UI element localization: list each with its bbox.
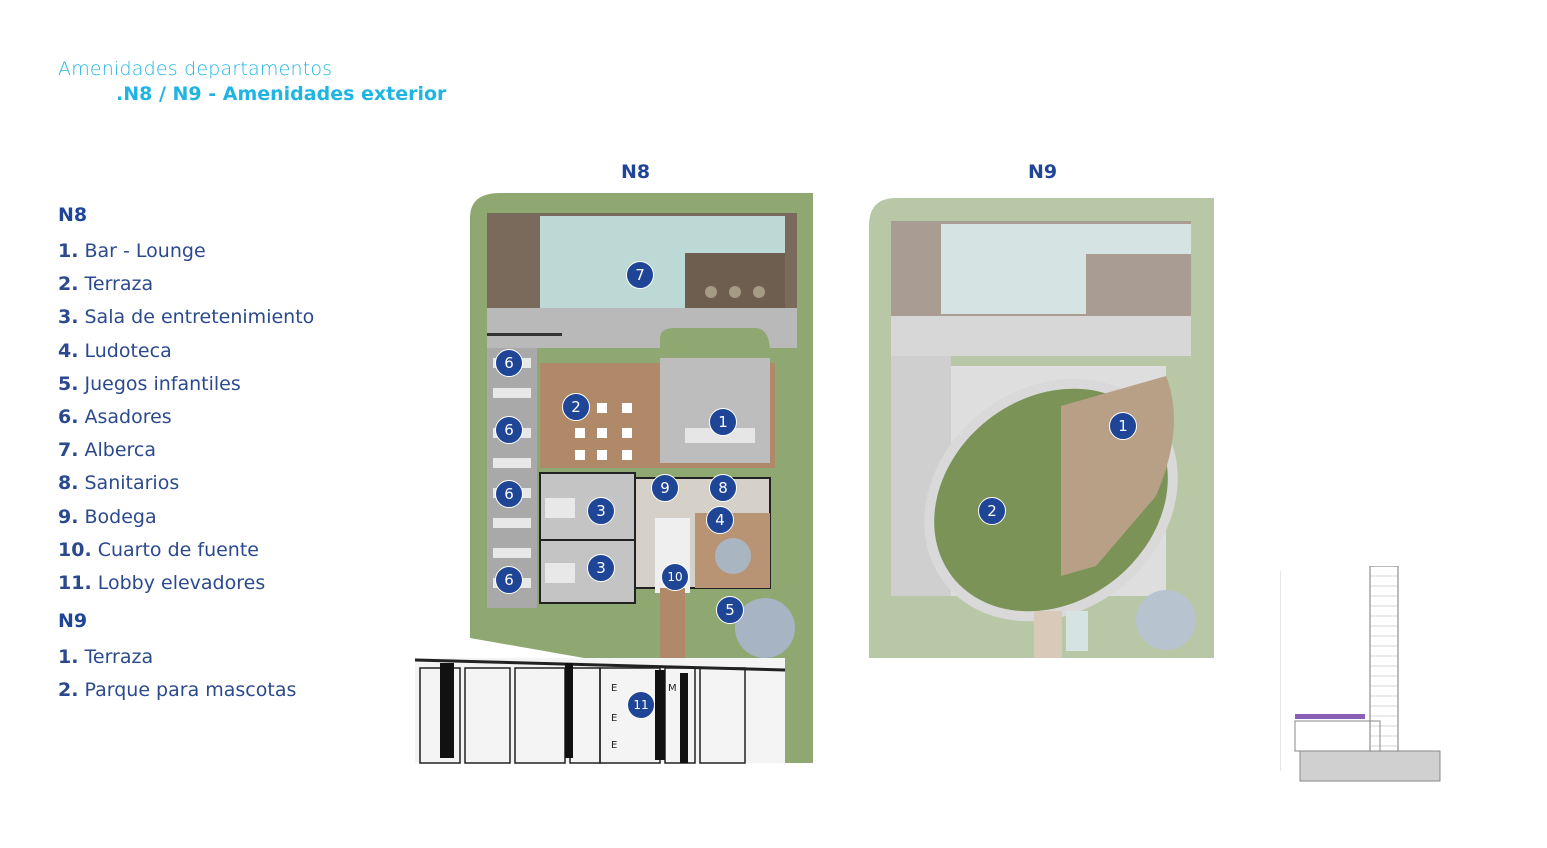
- legend-item: 8. Sanitarios: [58, 467, 314, 500]
- legend-item: 2. Parque para mascotas: [58, 674, 314, 707]
- plan-marker-parque-mascotas: 2: [978, 497, 1006, 525]
- plan-marker-terraza-n9: 1: [1109, 412, 1137, 440]
- legend-item-number: 10.: [58, 538, 92, 561]
- page-subtitle: Amenidades departamentos: [58, 58, 333, 80]
- plan-marker-alberca: 7: [626, 261, 654, 289]
- legend-item-label: Terraza: [84, 646, 154, 669]
- unit-label-m: M: [668, 683, 677, 694]
- plan-marker-cuarto-fuente: 10: [661, 563, 689, 591]
- building-section-drawing: [1279, 565, 1441, 782]
- legend-item-number: 6.: [58, 405, 79, 428]
- legend-item-number: 5.: [58, 372, 79, 395]
- legend-item-label: Parque para mascotas: [84, 679, 297, 702]
- legend-item: 1. Bar - Lounge: [58, 235, 314, 268]
- legend-item: 1. Terraza: [58, 641, 314, 674]
- legend-item: 5. Juegos infantiles: [58, 368, 314, 401]
- legend-item-label: Alberca: [84, 439, 157, 462]
- page-title: .N8 / N9 - Amenidades exterior: [116, 83, 447, 105]
- plan-marker-sala-entretenimiento-2: 3: [587, 554, 615, 582]
- legend-item-label: Lobby elevadores: [97, 571, 266, 594]
- legend-item-number: 1.: [58, 240, 79, 262]
- legend-item: 10. Cuarto de fuente: [58, 534, 314, 567]
- plan-label-n9: N9: [1028, 161, 1058, 183]
- legend-item-number: 2.: [58, 273, 79, 296]
- legend-item-number: 11.: [58, 571, 92, 594]
- legend-level-n9: N9: [58, 610, 88, 633]
- plan-marker-asadores-3: 6: [495, 480, 523, 508]
- legend-item-label: Sala de entretenimiento: [84, 306, 315, 329]
- legend-item-number: 1.: [58, 646, 79, 669]
- unit-label-e1: E: [611, 683, 618, 694]
- legend-item-number: 7.: [58, 439, 79, 462]
- plan-marker-asadores-2: 6: [495, 416, 523, 444]
- plan-marker-ludoteca: 4: [706, 506, 734, 534]
- legend-item-number: 8.: [58, 472, 79, 495]
- legend-item-label: Bodega: [84, 505, 157, 528]
- legend-item: 11. Lobby elevadores: [58, 567, 314, 600]
- legend-item: 9. Bodega: [58, 501, 314, 534]
- plan-marker-sala-entretenimiento-1: 3: [587, 497, 615, 525]
- plan-label-n8: N8: [621, 161, 651, 183]
- unit-label-e2: E: [611, 713, 618, 724]
- legend-item: 4. Ludoteca: [58, 335, 314, 368]
- legend-item: 7. Alberca: [58, 434, 314, 467]
- floor-plan-n8-drawing: [414, 193, 813, 764]
- legend-item: 3. Sala de entretenimiento: [58, 301, 314, 334]
- plan-marker-sanitarios: 8: [709, 474, 737, 502]
- floor-plan-n8: 7 1 2 3 3 4 5 6 6 6 6 8 9 10 11 E E E M: [414, 188, 815, 778]
- unit-label-e3: E: [611, 740, 618, 751]
- plan-marker-asadores-4: 6: [495, 566, 523, 594]
- plan-marker-bar-lounge: 1: [709, 408, 737, 436]
- legend-item-label: Asadores: [84, 405, 172, 428]
- floor-plan-n9-drawing: [869, 198, 1214, 658]
- page-header: Amenidades departamentos .N8 / N9 - Amen…: [58, 58, 446, 105]
- legend-item-number: 9.: [58, 505, 79, 528]
- legend-item: 2. Terraza: [58, 268, 314, 301]
- plan-marker-asadores-1: 6: [495, 349, 523, 377]
- legend-level-n8: N8: [58, 204, 88, 226]
- legend-item-label: Ludoteca: [84, 339, 172, 362]
- legend-item-label: Sanitarios: [84, 472, 180, 495]
- plan-marker-lobby-elevadores: 11: [627, 691, 655, 719]
- plan-marker-bodega: 9: [651, 474, 679, 502]
- floor-plan-n9: 1 2: [866, 196, 1218, 662]
- legend-item-number: 3.: [58, 306, 79, 329]
- building-section-diagram: [1279, 565, 1458, 784]
- legend-item-label: Cuarto de fuente: [97, 538, 259, 561]
- legend-item-label: Terraza: [84, 273, 154, 296]
- legend-item-label: Bar - Lounge: [84, 240, 206, 262]
- legend-item-number: 2.: [58, 679, 79, 702]
- legend-item: 6. Asadores: [58, 401, 314, 434]
- legend-item-label: Juegos infantiles: [84, 372, 241, 395]
- plan-marker-juegos-infantiles: 5: [716, 596, 744, 624]
- plan-marker-terraza: 2: [562, 393, 590, 421]
- legend-item-number: 4.: [58, 339, 79, 362]
